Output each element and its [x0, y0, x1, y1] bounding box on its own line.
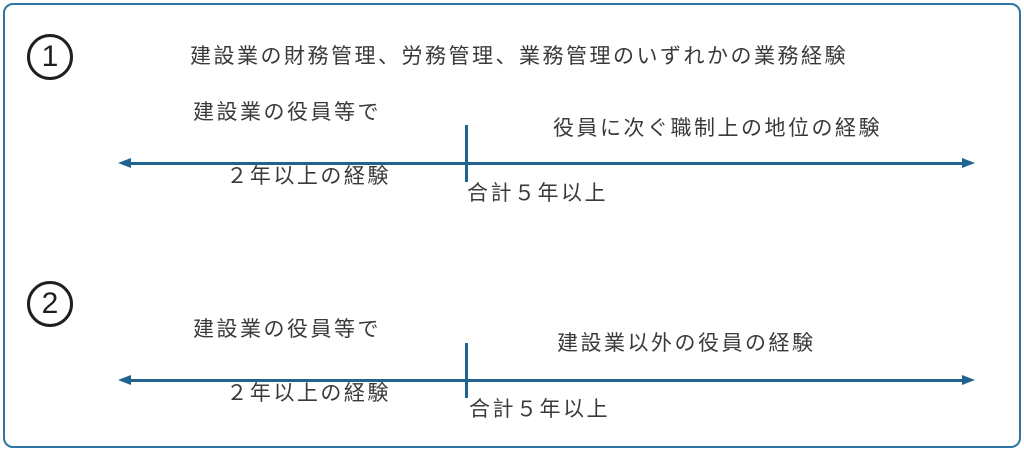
arrowhead-left-icon	[118, 158, 131, 168]
circled-number-1: 1	[27, 34, 73, 80]
section1-left-label-line1: 建設業の役員等で	[193, 101, 381, 124]
section2-range-arrow	[118, 374, 975, 387]
section2-left-label-line2: ２年以上の経験	[226, 382, 391, 405]
circled-number-2-label: 2	[41, 287, 59, 320]
section1-total-label: 合計５年以上	[467, 182, 608, 205]
arrow-shaft	[129, 162, 964, 165]
section1-title: 建設業の財務管理、労務管理、業務管理のいずれかの業務経験	[190, 45, 848, 68]
diagram-border	[3, 3, 1021, 448]
arrowhead-right-icon	[962, 375, 975, 385]
circled-number-2: 2	[27, 281, 73, 327]
section1-left-label: 建設業の役員等で ２年以上の経験	[193, 97, 391, 193]
section1-range-arrow	[118, 157, 975, 170]
circled-number-1-label: 1	[41, 40, 59, 73]
section1-left-label-line2: ２年以上の経験	[226, 165, 391, 188]
section2-right-label: 建設業以外の役員の経験	[557, 332, 816, 355]
arrow-shaft	[129, 379, 964, 382]
section2-total-label: 合計５年以上	[469, 398, 610, 421]
arrowhead-right-icon	[962, 158, 975, 168]
arrowhead-left-icon	[118, 375, 131, 385]
section2-left-label-line1: 建設業の役員等で	[193, 318, 381, 341]
section1-right-label: 役員に次ぐ職制上の地位の経験	[553, 117, 882, 140]
section2-left-label: 建設業の役員等で ２年以上の経験	[193, 314, 391, 410]
section2-divider-tick	[465, 343, 468, 398]
section1-divider-tick	[465, 125, 468, 182]
